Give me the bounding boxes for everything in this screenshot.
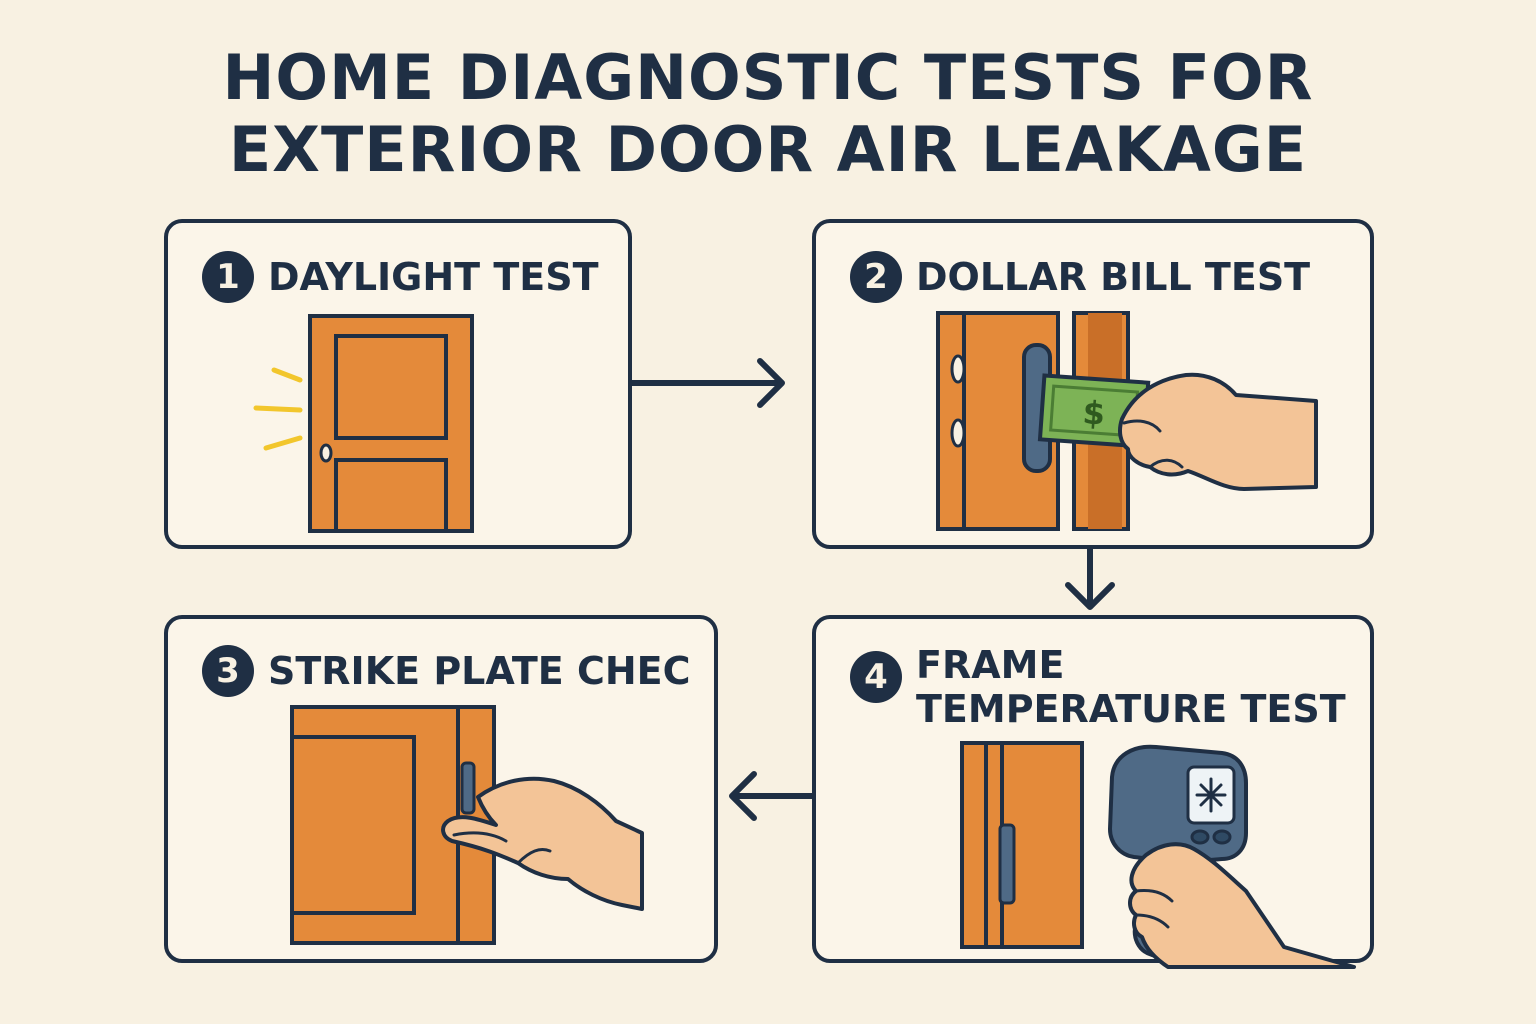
step-1-number-badge: 1 bbox=[202, 251, 254, 303]
step-panel-1: 1 DAYLIGHT TEST bbox=[164, 219, 632, 549]
light-rays bbox=[253, 367, 303, 451]
title-line-2: EXTERIOR DOOR AIR LEAKAGE bbox=[228, 113, 1308, 186]
arrow-right bbox=[632, 358, 785, 408]
step-3-number-badge: 3 bbox=[202, 645, 254, 697]
step-2-number-badge: 2 bbox=[850, 251, 902, 303]
dollar-sign: $ bbox=[1081, 393, 1106, 432]
door-light-icon bbox=[253, 314, 474, 533]
step-4-title-line-2: TEMPERATURE TEST bbox=[916, 687, 1346, 731]
step-3-header: 3 STRIKE PLATE CHEC bbox=[202, 645, 691, 697]
step-1-header: 1 DAYLIGHT TEST bbox=[202, 251, 599, 303]
title-line-1: HOME DIAGNOSTIC TESTS FOR bbox=[222, 41, 1314, 114]
step-panel-2: 2 DOLLAR BILL TEST $ bbox=[812, 219, 1374, 549]
step-4-header: 4 FRAME TEMPERATURE TEST bbox=[850, 643, 1346, 731]
arrow-left bbox=[729, 771, 812, 821]
step-2-title: DOLLAR BILL TEST bbox=[916, 255, 1311, 299]
dollar-bill-hand-icon: $ bbox=[936, 311, 1318, 531]
step-4-title-line-1: FRAME bbox=[916, 643, 1065, 687]
step-1-title: DAYLIGHT TEST bbox=[268, 255, 599, 299]
step-panel-4: 4 FRAME TEMPERATURE TEST bbox=[812, 615, 1374, 969]
thermometer-gun-icon bbox=[960, 741, 1356, 969]
step-4-number-badge: 4 bbox=[850, 651, 902, 703]
snowflake-icon bbox=[1195, 777, 1227, 813]
step-2-header: 2 DOLLAR BILL TEST bbox=[850, 251, 1311, 303]
strike-plate-hand-icon bbox=[290, 705, 644, 945]
step-3-title: STRIKE PLATE CHEC bbox=[268, 649, 691, 693]
step-panel-3: 3 STRIKE PLATE CHEC bbox=[164, 615, 718, 963]
page-title: HOME DIAGNOSTIC TESTS FOR EXTERIOR DOOR … bbox=[0, 42, 1536, 186]
arrow-down bbox=[1065, 549, 1115, 610]
step-4-title: FRAME TEMPERATURE TEST bbox=[916, 643, 1346, 731]
